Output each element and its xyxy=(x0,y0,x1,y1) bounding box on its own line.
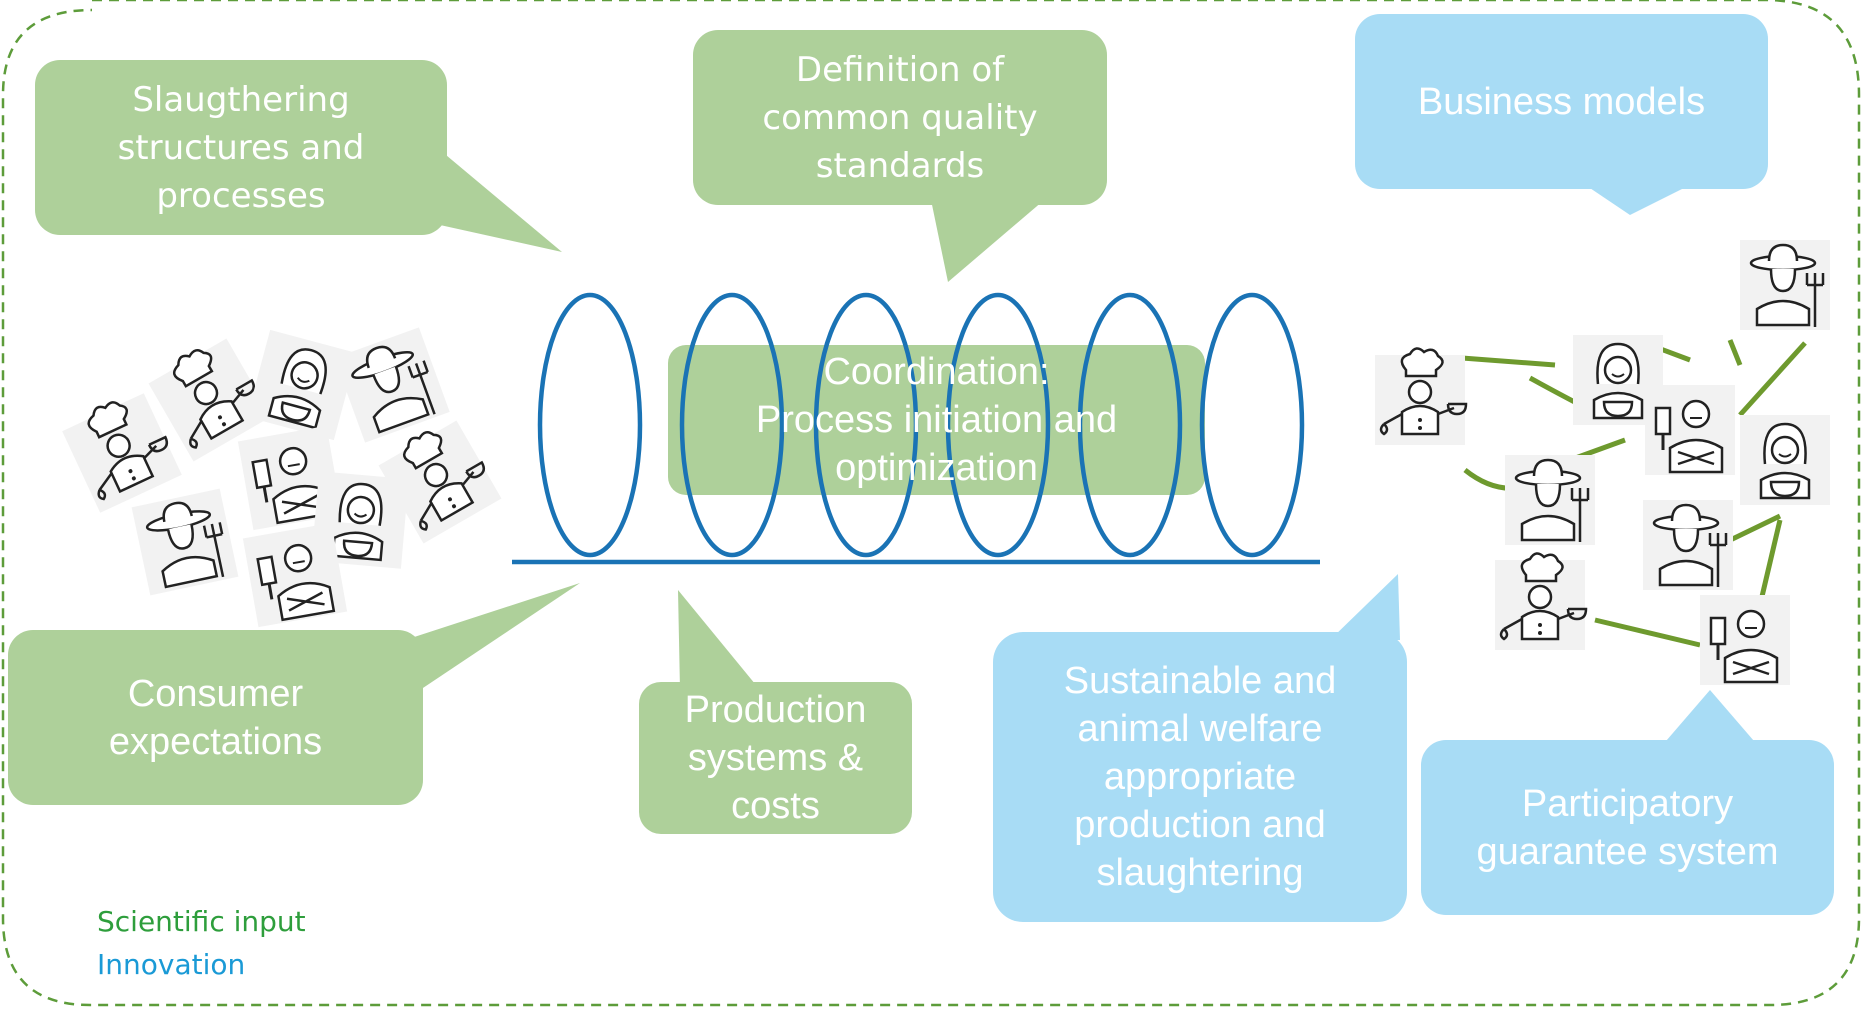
butcher-icon xyxy=(1698,593,1792,687)
consumer-expectations-label: Consumer expectations xyxy=(108,672,323,763)
coordination-label: Coordination: Process initiation and opt… xyxy=(755,351,1118,489)
bubble-consumer xyxy=(8,583,580,805)
woman-icon xyxy=(245,328,359,442)
coordination-box xyxy=(668,345,1205,495)
sustainable-production-label: Sustainable and animal welfare appropria… xyxy=(1063,660,1337,894)
butcher-icon xyxy=(241,521,349,629)
farmer-icon xyxy=(333,326,451,444)
woman-icon xyxy=(1738,413,1832,507)
slaughtering-label: Slaugthering structures and processes xyxy=(117,79,365,216)
farmer-icon xyxy=(1641,498,1735,592)
coordination-spiral xyxy=(512,292,1320,565)
quality-standards-label: Definition of common quality standards xyxy=(762,49,1038,186)
farmer-icon xyxy=(1738,238,1832,332)
business-models-label: Business models xyxy=(1417,80,1706,123)
right-people-network xyxy=(1373,238,1832,687)
butcher-icon xyxy=(1643,383,1737,477)
bubble-business-models xyxy=(1355,14,1768,215)
bubble-quality-standards xyxy=(693,30,1107,282)
bubble-participatory xyxy=(1421,690,1834,915)
farmer-icon xyxy=(130,487,240,597)
legend-innovation: Innovation xyxy=(97,948,246,981)
bubble-production xyxy=(639,590,912,834)
participatory-guarantee-label: Participatory guarantee system xyxy=(1476,782,1779,873)
left-people-cluster xyxy=(58,326,504,629)
bubble-sustainable xyxy=(993,574,1407,922)
farmer-icon xyxy=(1503,453,1597,547)
legend-scientific-input: Scientific input xyxy=(97,905,306,938)
bubble-slaughtering xyxy=(35,60,562,252)
chef-icon xyxy=(1373,347,1468,447)
chef-icon xyxy=(1493,552,1588,652)
production-systems-label: Production systems & costs xyxy=(684,689,867,827)
